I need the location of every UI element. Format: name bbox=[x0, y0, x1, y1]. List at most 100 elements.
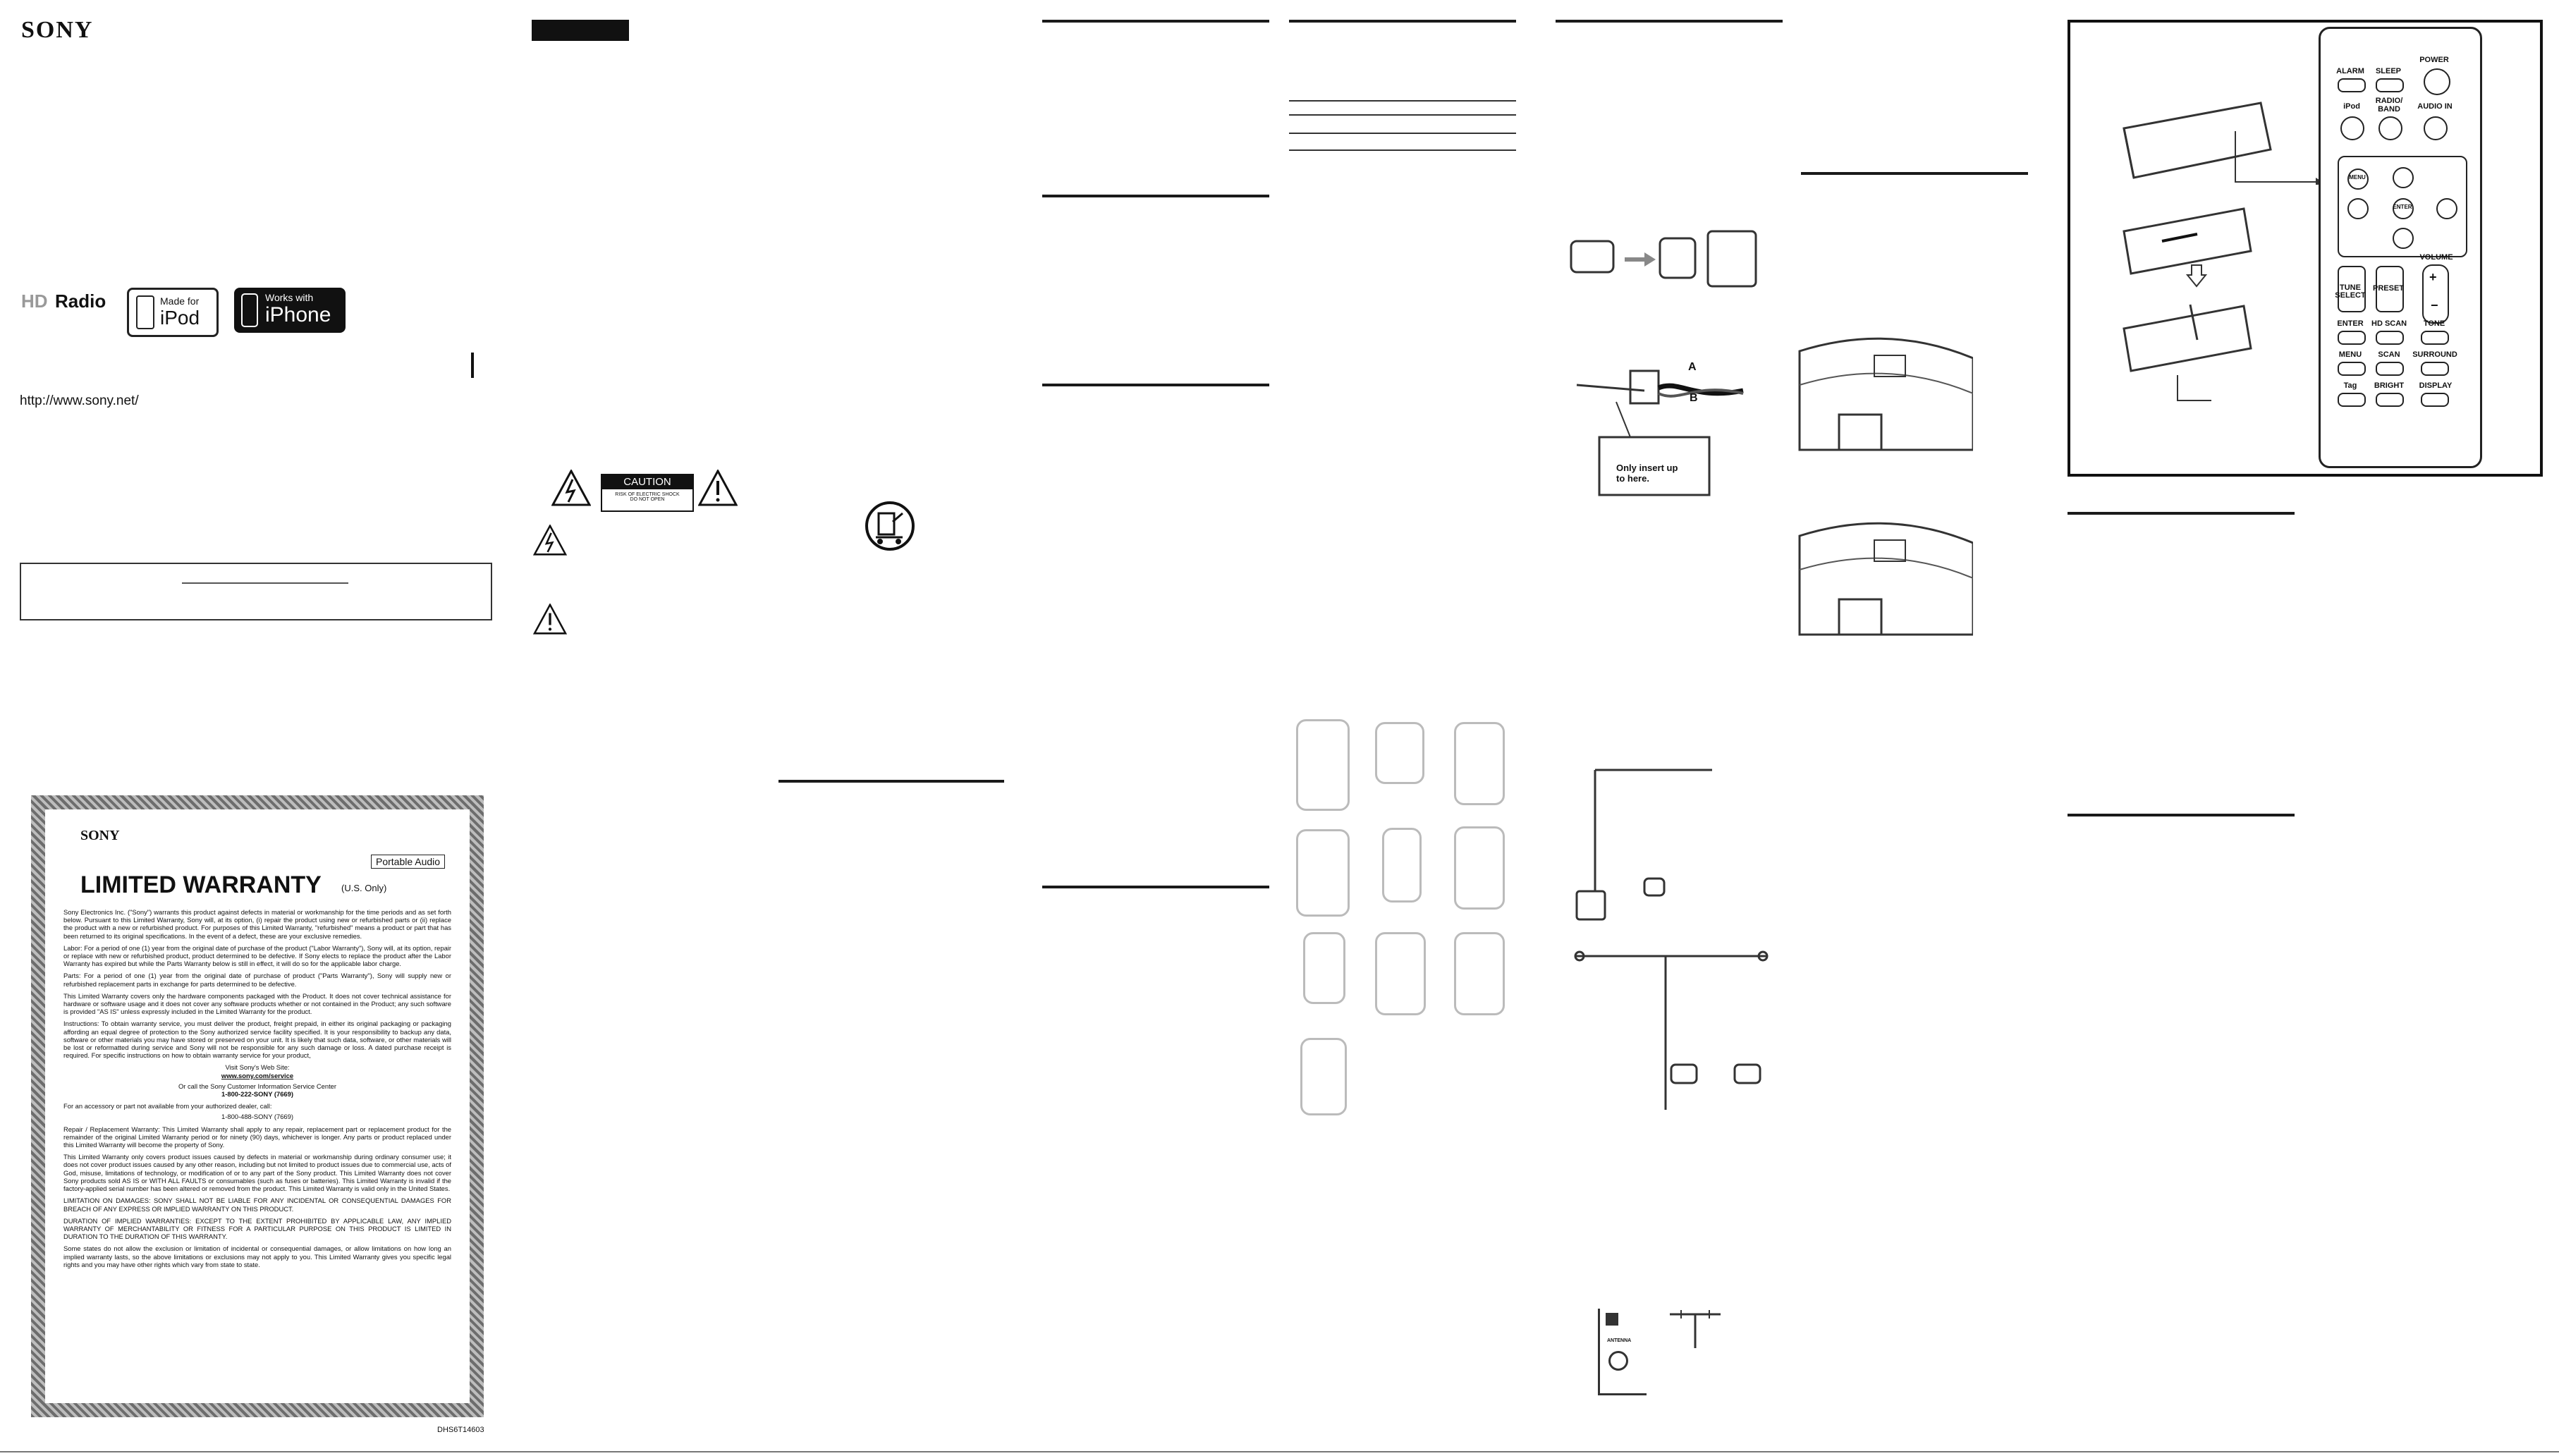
radio-band-button[interactable] bbox=[2378, 116, 2402, 140]
ipod-model-6 bbox=[1454, 826, 1505, 910]
ipod-model-3 bbox=[1454, 722, 1505, 805]
power-label: POWER bbox=[2419, 56, 2449, 64]
warranty-title: LIMITED WARRANTY bbox=[80, 871, 322, 898]
warranty-instructions: Instructions: To obtain warranty service… bbox=[63, 1020, 451, 1060]
warranty-intro: Sony Electronics Inc. ("Sony") warrants … bbox=[63, 908, 451, 940]
right-button[interactable] bbox=[2436, 198, 2457, 219]
cart-tip-warning-icon bbox=[865, 501, 915, 551]
wire-label-a: A bbox=[1688, 361, 1697, 373]
volume-label: VOLUME bbox=[2419, 253, 2453, 262]
portable-audio-tag: Portable Audio bbox=[371, 855, 446, 869]
alarm-button[interactable] bbox=[2338, 78, 2366, 92]
hd-radio-logo: HD Radio bbox=[21, 290, 106, 312]
radio-band-label: RADIO/ BAND bbox=[2375, 97, 2403, 114]
call-center-phone: 1-800-222-SONY (7669) bbox=[221, 1090, 293, 1099]
preset-label: PRESET bbox=[2372, 284, 2404, 293]
power-button[interactable] bbox=[2424, 68, 2450, 95]
up-button[interactable] bbox=[2393, 167, 2414, 188]
call-center-label: Or call the Sony Customer Information Se… bbox=[178, 1082, 337, 1090]
ipod-model-10 bbox=[1300, 1038, 1347, 1115]
col6-rule-1 bbox=[1801, 172, 2028, 175]
enter-label: ENTER bbox=[2337, 319, 2364, 328]
accessory-note: For an accessory or part not available f… bbox=[63, 1102, 272, 1111]
col7-rule-2 bbox=[2068, 814, 2295, 816]
col3-rule-2 bbox=[1042, 195, 1269, 197]
col2-section-rule bbox=[778, 780, 1004, 783]
lightning-warning-icon bbox=[551, 470, 591, 506]
menu-label: MENU bbox=[2338, 350, 2362, 359]
caution-label: CAUTION RISK OF ELECTRIC SHOCK DO NOT OP… bbox=[601, 474, 694, 512]
hd-radio-text: Radio bbox=[55, 290, 106, 312]
warranty-card: SONY Portable Audio LIMITED WARRANTY (U.… bbox=[31, 795, 484, 1417]
works-with-iphone-badge: Works with iPhone bbox=[234, 288, 346, 333]
display-button[interactable] bbox=[2421, 393, 2449, 407]
tag-label: Tag bbox=[2343, 381, 2357, 390]
ipod-model-8 bbox=[1375, 932, 1426, 1015]
hd-scan-label: HD SCAN bbox=[2371, 319, 2407, 328]
col4-table-line-3 bbox=[1289, 133, 1516, 134]
visit-site-label: Visit Sony's Web Site: bbox=[225, 1063, 290, 1072]
col4-rule-1 bbox=[1289, 20, 1516, 23]
bright-button[interactable] bbox=[2376, 393, 2404, 407]
scan-label: SCAN bbox=[2378, 350, 2400, 359]
audio-in-button[interactable] bbox=[2424, 116, 2448, 140]
ipod-label: iPod bbox=[2343, 102, 2360, 111]
remote-illustration-frame: ALARM SLEEP POWER iPod RADIO/ BAND AUDIO… bbox=[2068, 20, 2543, 477]
tune-select-label: TUNE SELECT bbox=[2335, 283, 2366, 300]
antenna-jack-label: ANTENNA bbox=[1607, 1338, 1632, 1343]
sleep-button[interactable] bbox=[2376, 78, 2404, 92]
preset-rocker[interactable] bbox=[2376, 266, 2404, 312]
tag-button[interactable] bbox=[2338, 393, 2366, 407]
warranty-sony-logo: SONY bbox=[80, 828, 120, 843]
enter-center-label: ENTER bbox=[2393, 204, 2412, 210]
ipod-model-9 bbox=[1454, 932, 1505, 1015]
service-site-link[interactable]: www.sony.com/service bbox=[221, 1071, 294, 1079]
tune-select-rocker[interactable] bbox=[2338, 266, 2366, 312]
wire-label-b: B bbox=[1690, 392, 1698, 404]
iphone-model-4 bbox=[1296, 829, 1350, 917]
t-antenna-diagram bbox=[1574, 950, 1769, 1110]
caution-title: CAUTION bbox=[602, 475, 692, 489]
col3-rule-1 bbox=[1042, 20, 1269, 23]
warranty-damages: LIMITATION ON DAMAGES: SONY SHALL NOT BE… bbox=[63, 1197, 451, 1213]
down-button[interactable] bbox=[2393, 228, 2414, 249]
menu-circle-button[interactable] bbox=[2347, 169, 2369, 190]
sony-url[interactable]: http://www.sony.net/ bbox=[20, 393, 139, 408]
black-header-block bbox=[532, 20, 629, 41]
made-for-text: Made for bbox=[160, 295, 200, 307]
tone-button[interactable] bbox=[2421, 331, 2449, 345]
surround-button[interactable] bbox=[2421, 362, 2449, 376]
scan-button[interactable] bbox=[2376, 362, 2404, 376]
enter-button[interactable] bbox=[2393, 198, 2414, 219]
unit-illustration-1 bbox=[1798, 337, 1973, 451]
page-bottom-rule bbox=[0, 1451, 2559, 1452]
enter-rect-button[interactable] bbox=[2338, 331, 2366, 345]
ipod-play-pause-button[interactable] bbox=[2340, 116, 2364, 140]
us-only-note: (U.S. Only) bbox=[341, 883, 387, 893]
menu-button[interactable] bbox=[2338, 362, 2366, 376]
col7-rule-1 bbox=[2068, 512, 2295, 515]
left-button[interactable] bbox=[2347, 198, 2369, 219]
iphone-model-1 bbox=[1296, 719, 1350, 811]
warranty-code: DHS6T14603 bbox=[437, 1426, 484, 1434]
alarm-label: ALARM bbox=[2336, 67, 2364, 75]
loop-antenna-diagram bbox=[1570, 230, 1757, 288]
remote-battery-insert bbox=[2123, 304, 2252, 401]
notice-box bbox=[20, 563, 492, 620]
nav-cluster: MENU ENTER bbox=[2338, 156, 2467, 257]
lightning-symbol-icon bbox=[533, 525, 567, 556]
tone-label: TONE bbox=[2423, 319, 2445, 328]
made-for-ipod-badge: Made for iPod bbox=[127, 288, 219, 337]
antenna-wire-diagram bbox=[1576, 369, 1744, 496]
warranty-body: Sony Electronics Inc. ("Sony") warrants … bbox=[63, 908, 451, 1268]
works-with-text: Works with bbox=[265, 292, 314, 303]
col4-table-line-4 bbox=[1289, 149, 1516, 151]
warranty-parts: Parts: For a period of one (1) year from… bbox=[63, 972, 451, 988]
outdoor-antenna-icon bbox=[1670, 1310, 1721, 1348]
exclamation-symbol-icon bbox=[533, 604, 567, 635]
antenna-jack-panel: ANTENNA bbox=[1598, 1309, 1647, 1395]
volume-rocker[interactable]: + − bbox=[2422, 264, 2449, 324]
ipod-text: iPod bbox=[160, 307, 200, 329]
col4-table-line-2 bbox=[1289, 114, 1516, 116]
hd-scan-button[interactable] bbox=[2376, 331, 2404, 345]
